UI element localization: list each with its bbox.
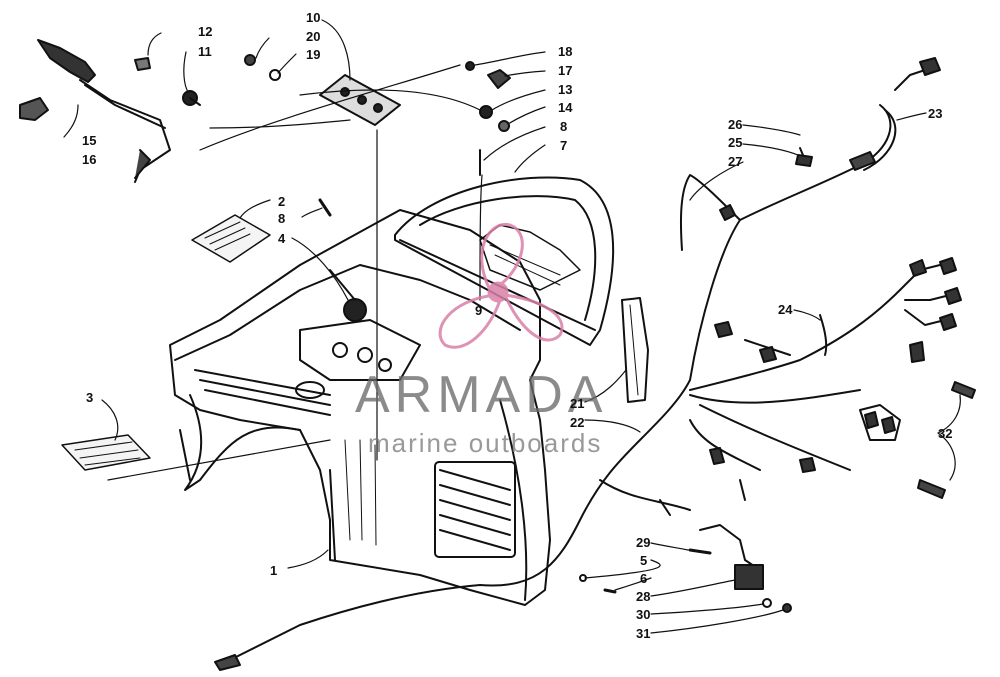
callout-label: 17: [558, 63, 572, 78]
callout-label: 13: [558, 82, 572, 97]
callout-labels: 1 2 3 4 5 6 7 8 8 9 10 11 12 13 14 15 16…: [82, 10, 952, 641]
callout-label: 21: [570, 396, 584, 411]
callout-label: 5: [640, 553, 647, 568]
watermark-tagline: marine outboards: [368, 428, 602, 458]
callout-label: 12: [198, 24, 212, 39]
callout-label: 25: [728, 135, 742, 150]
callout-label: 8: [560, 119, 567, 134]
watermark-brand: ARMADA: [355, 366, 607, 424]
callout-label: 26: [728, 117, 742, 132]
callout-label: 32: [938, 426, 952, 441]
callout-label: 27: [728, 154, 742, 169]
callout-label: 28: [636, 589, 650, 604]
decal-3: [61, 434, 151, 471]
callout-label: 18: [558, 44, 572, 59]
callout-label: 1: [270, 563, 277, 578]
callout-label: 10: [306, 10, 320, 25]
callout-label: 29: [636, 535, 650, 550]
callout-label: 11: [198, 44, 212, 59]
regulator-assembly: [579, 524, 792, 613]
watermark-logo: [438, 222, 564, 349]
callout-label: 7: [560, 138, 567, 153]
callout-label: 24: [778, 302, 793, 317]
callout-label: 6: [640, 571, 647, 586]
callout-label: 9: [475, 303, 482, 318]
callout-label: 2: [278, 194, 285, 209]
callout-label: 3: [86, 390, 93, 405]
callout-label: 22: [570, 415, 584, 430]
callout-label: 4: [278, 231, 286, 246]
callout-label: 8: [278, 211, 285, 226]
callout-label: 23: [928, 106, 942, 121]
top-small-parts: [19, 39, 511, 217]
callout-label: 31: [636, 626, 650, 641]
wiring-harness: [214, 57, 976, 671]
callout-label: 30: [636, 607, 650, 622]
callout-label: 16: [82, 152, 96, 167]
decal-2: [191, 214, 271, 263]
leader-lines: [63, 19, 961, 634]
callout-label: 14: [558, 100, 573, 115]
hood-assembly: [169, 209, 551, 606]
seal-strip: [621, 297, 649, 403]
callout-label: 15: [82, 133, 96, 148]
callout-label: 19: [306, 47, 320, 62]
callout-label: 20: [306, 29, 320, 44]
